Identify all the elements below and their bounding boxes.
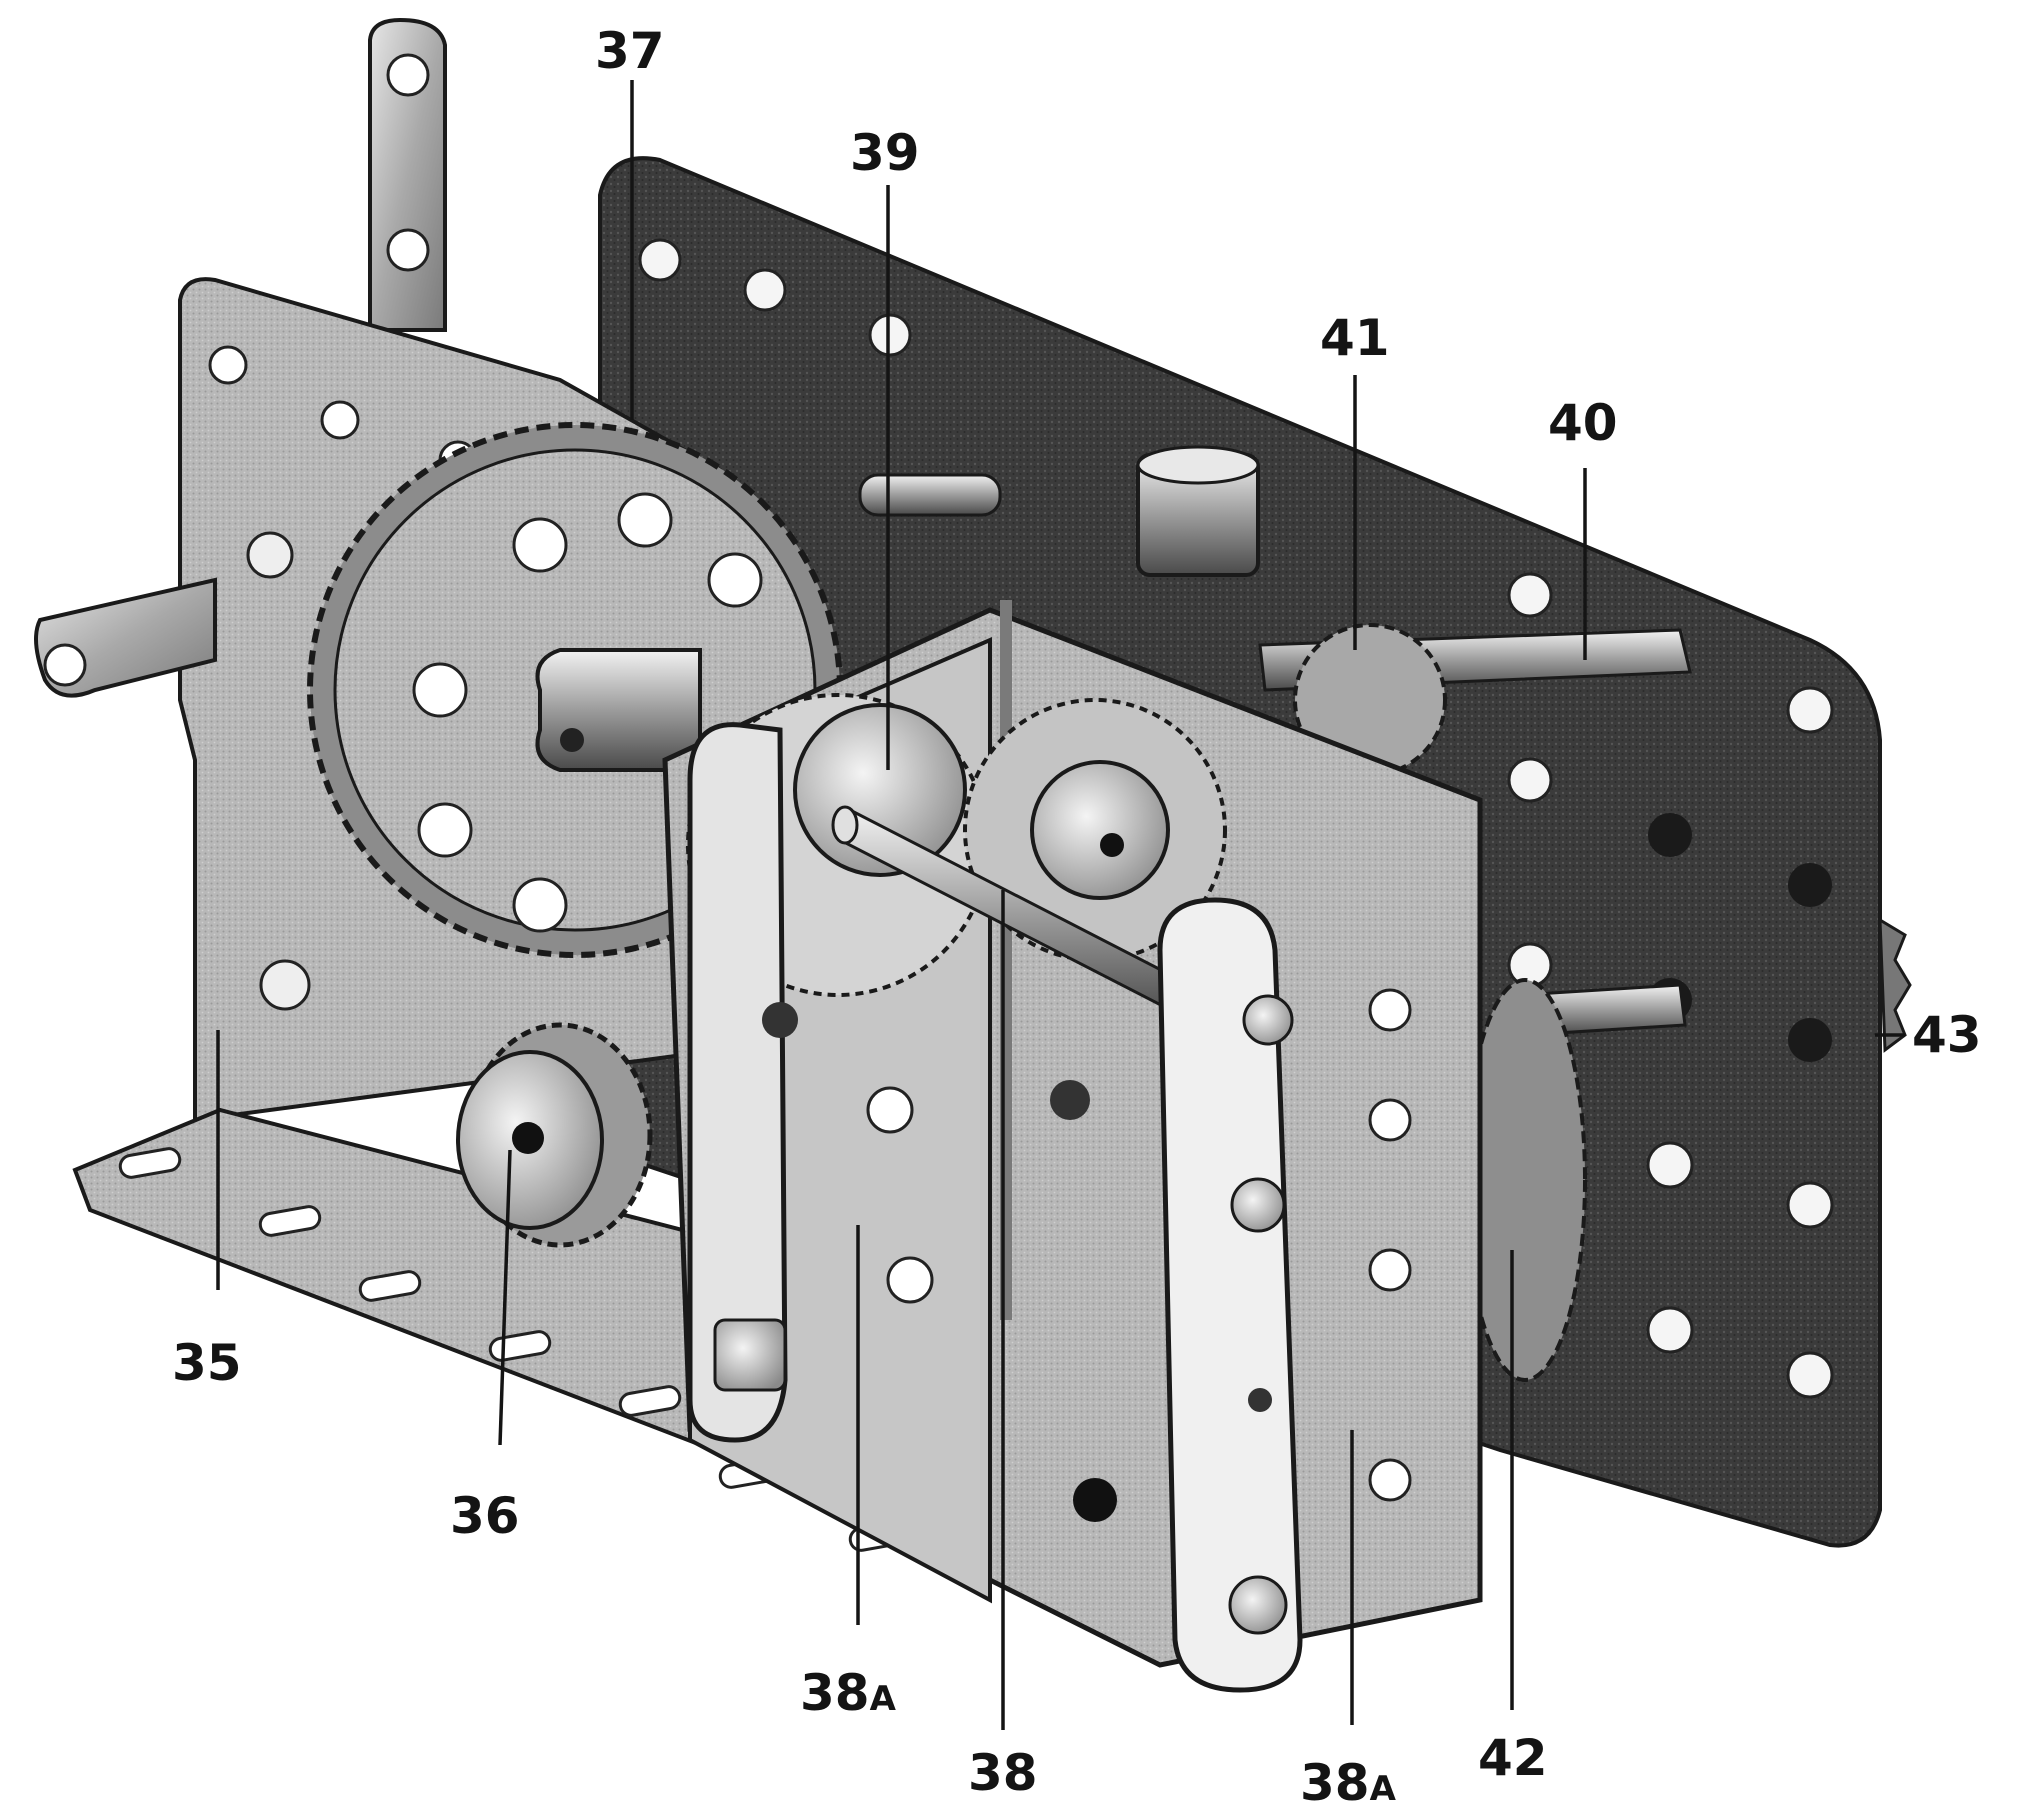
- label-39: 39: [850, 124, 920, 182]
- gear-42: [1463, 978, 1587, 1382]
- label-43: 43: [1912, 1006, 1982, 1064]
- collar: [535, 648, 702, 772]
- label-36: 36: [450, 1487, 520, 1545]
- pulley-36: [456, 1022, 653, 1248]
- label-38: 38: [968, 1744, 1038, 1802]
- label-38a-left-suffix: A: [870, 1679, 897, 1719]
- label-41: 41: [1320, 309, 1390, 367]
- front-strip: [1157, 897, 1412, 1693]
- bevel-gear-rear: [963, 698, 1227, 962]
- label-40: 40: [1548, 394, 1618, 452]
- knurled-knob: [1136, 445, 1260, 577]
- label-38a-left: 38A: [800, 1664, 897, 1722]
- label-38a-right: 38A: [1300, 1754, 1397, 1809]
- label-38a-right-suffix: A: [1370, 1769, 1397, 1809]
- label-38a-right-number: 38: [1300, 1754, 1370, 1809]
- label-35: 35: [172, 1334, 242, 1392]
- left-front-strip: [687, 722, 798, 1443]
- gear-43: [1878, 917, 1912, 1053]
- label-38a-left-number: 38: [800, 1664, 870, 1722]
- label-37: 37: [595, 22, 665, 80]
- label-42: 42: [1478, 1729, 1548, 1787]
- side-lug: [34, 577, 217, 698]
- upright-strip: [368, 17, 447, 332]
- leader-36: [498, 1149, 512, 1446]
